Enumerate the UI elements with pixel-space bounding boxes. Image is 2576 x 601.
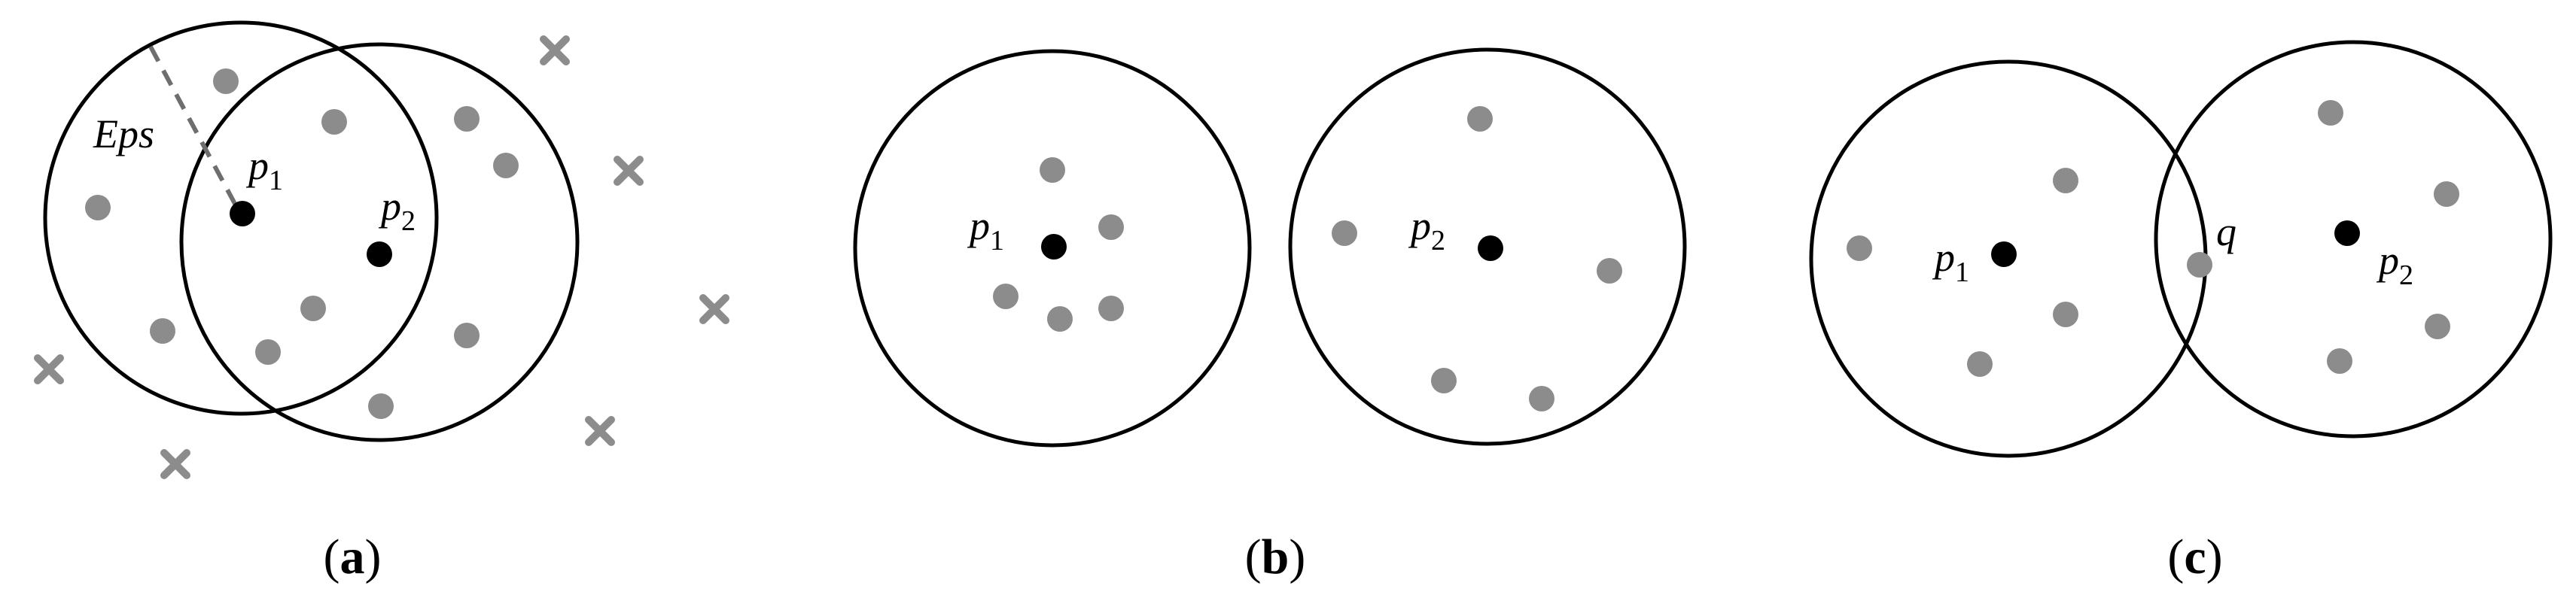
neighbor-point bbox=[2053, 168, 2078, 193]
border-point-q bbox=[2187, 252, 2212, 278]
label-p2: p2 bbox=[1408, 203, 1445, 256]
eps-circle-p2 bbox=[2154, 40, 2553, 439]
core-point-p1 bbox=[1991, 241, 2017, 267]
neighbor-point bbox=[368, 393, 394, 419]
neighbor-point bbox=[493, 153, 519, 178]
label-p1: p1 bbox=[967, 203, 1004, 256]
caption-c: (c) bbox=[2167, 530, 2222, 584]
noise-x-marker bbox=[34, 354, 64, 384]
neighbor-point bbox=[1047, 306, 1073, 332]
noise-x-marker bbox=[540, 35, 570, 65]
panel-c: p1 p2 q (c) bbox=[1809, 40, 2553, 584]
noise-x-marker bbox=[160, 449, 190, 479]
neighbor-point bbox=[2318, 100, 2343, 126]
noise-x-marker bbox=[614, 156, 644, 186]
neighbor-point bbox=[321, 109, 347, 135]
neighbor-point bbox=[213, 68, 239, 94]
label-p2: p2 bbox=[2376, 238, 2413, 291]
core-point-p2 bbox=[367, 241, 392, 267]
neighbor-point bbox=[1847, 235, 1872, 261]
neighbor-point bbox=[454, 323, 480, 348]
core-point-p1 bbox=[230, 201, 255, 226]
neighbor-point bbox=[1597, 258, 1622, 284]
eps-radius-line bbox=[148, 45, 242, 214]
neighbor-point bbox=[2425, 314, 2450, 339]
noise-x-marker bbox=[699, 294, 729, 324]
neighbor-point bbox=[1529, 386, 1554, 411]
eps-circle-p1 bbox=[853, 49, 1252, 448]
caption-b: (b) bbox=[1245, 530, 1306, 584]
neighbor-point bbox=[454, 106, 480, 132]
neighbor-point bbox=[1098, 214, 1124, 240]
noise-x-marker bbox=[585, 416, 615, 446]
neighbor-point bbox=[2327, 348, 2352, 374]
neighbor-points bbox=[1847, 100, 2459, 377]
neighbor-point bbox=[2434, 181, 2459, 207]
neighbor-point bbox=[300, 296, 326, 321]
core-point-p1 bbox=[1041, 234, 1067, 260]
label-q: q bbox=[2216, 209, 2236, 254]
neighbor-point bbox=[1467, 106, 1493, 132]
caption-a: (a) bbox=[324, 530, 382, 584]
neighbor-point bbox=[1967, 351, 1993, 377]
neighbor-point bbox=[1098, 296, 1124, 321]
neighbor-point bbox=[255, 339, 281, 365]
neighbor-point bbox=[1431, 368, 1457, 393]
eps-circle-p2 bbox=[179, 42, 580, 442]
neighbor-point bbox=[2053, 302, 2078, 327]
label-p2: p2 bbox=[378, 184, 416, 237]
eps-circle-p2 bbox=[1288, 47, 1687, 446]
neighbor-points bbox=[993, 106, 1622, 411]
label-p1: p1 bbox=[1932, 235, 1969, 288]
neighbor-point bbox=[993, 284, 1019, 309]
core-point-p2 bbox=[2334, 220, 2360, 246]
eps-circle-p1 bbox=[43, 20, 439, 416]
neighbor-points bbox=[85, 68, 519, 419]
panel-a: Eps p1 p2 (a) bbox=[34, 20, 729, 584]
neighbor-point bbox=[1332, 220, 1357, 246]
eps-label: Eps bbox=[93, 111, 154, 156]
label-p1: p1 bbox=[245, 143, 283, 196]
panel-b: p1 p2 (b) bbox=[853, 47, 1687, 584]
neighbor-point bbox=[85, 195, 111, 220]
neighbor-point bbox=[150, 318, 175, 344]
core-point-p2 bbox=[1478, 235, 1503, 261]
neighbor-point bbox=[1040, 157, 1065, 183]
noise-points bbox=[34, 35, 729, 479]
